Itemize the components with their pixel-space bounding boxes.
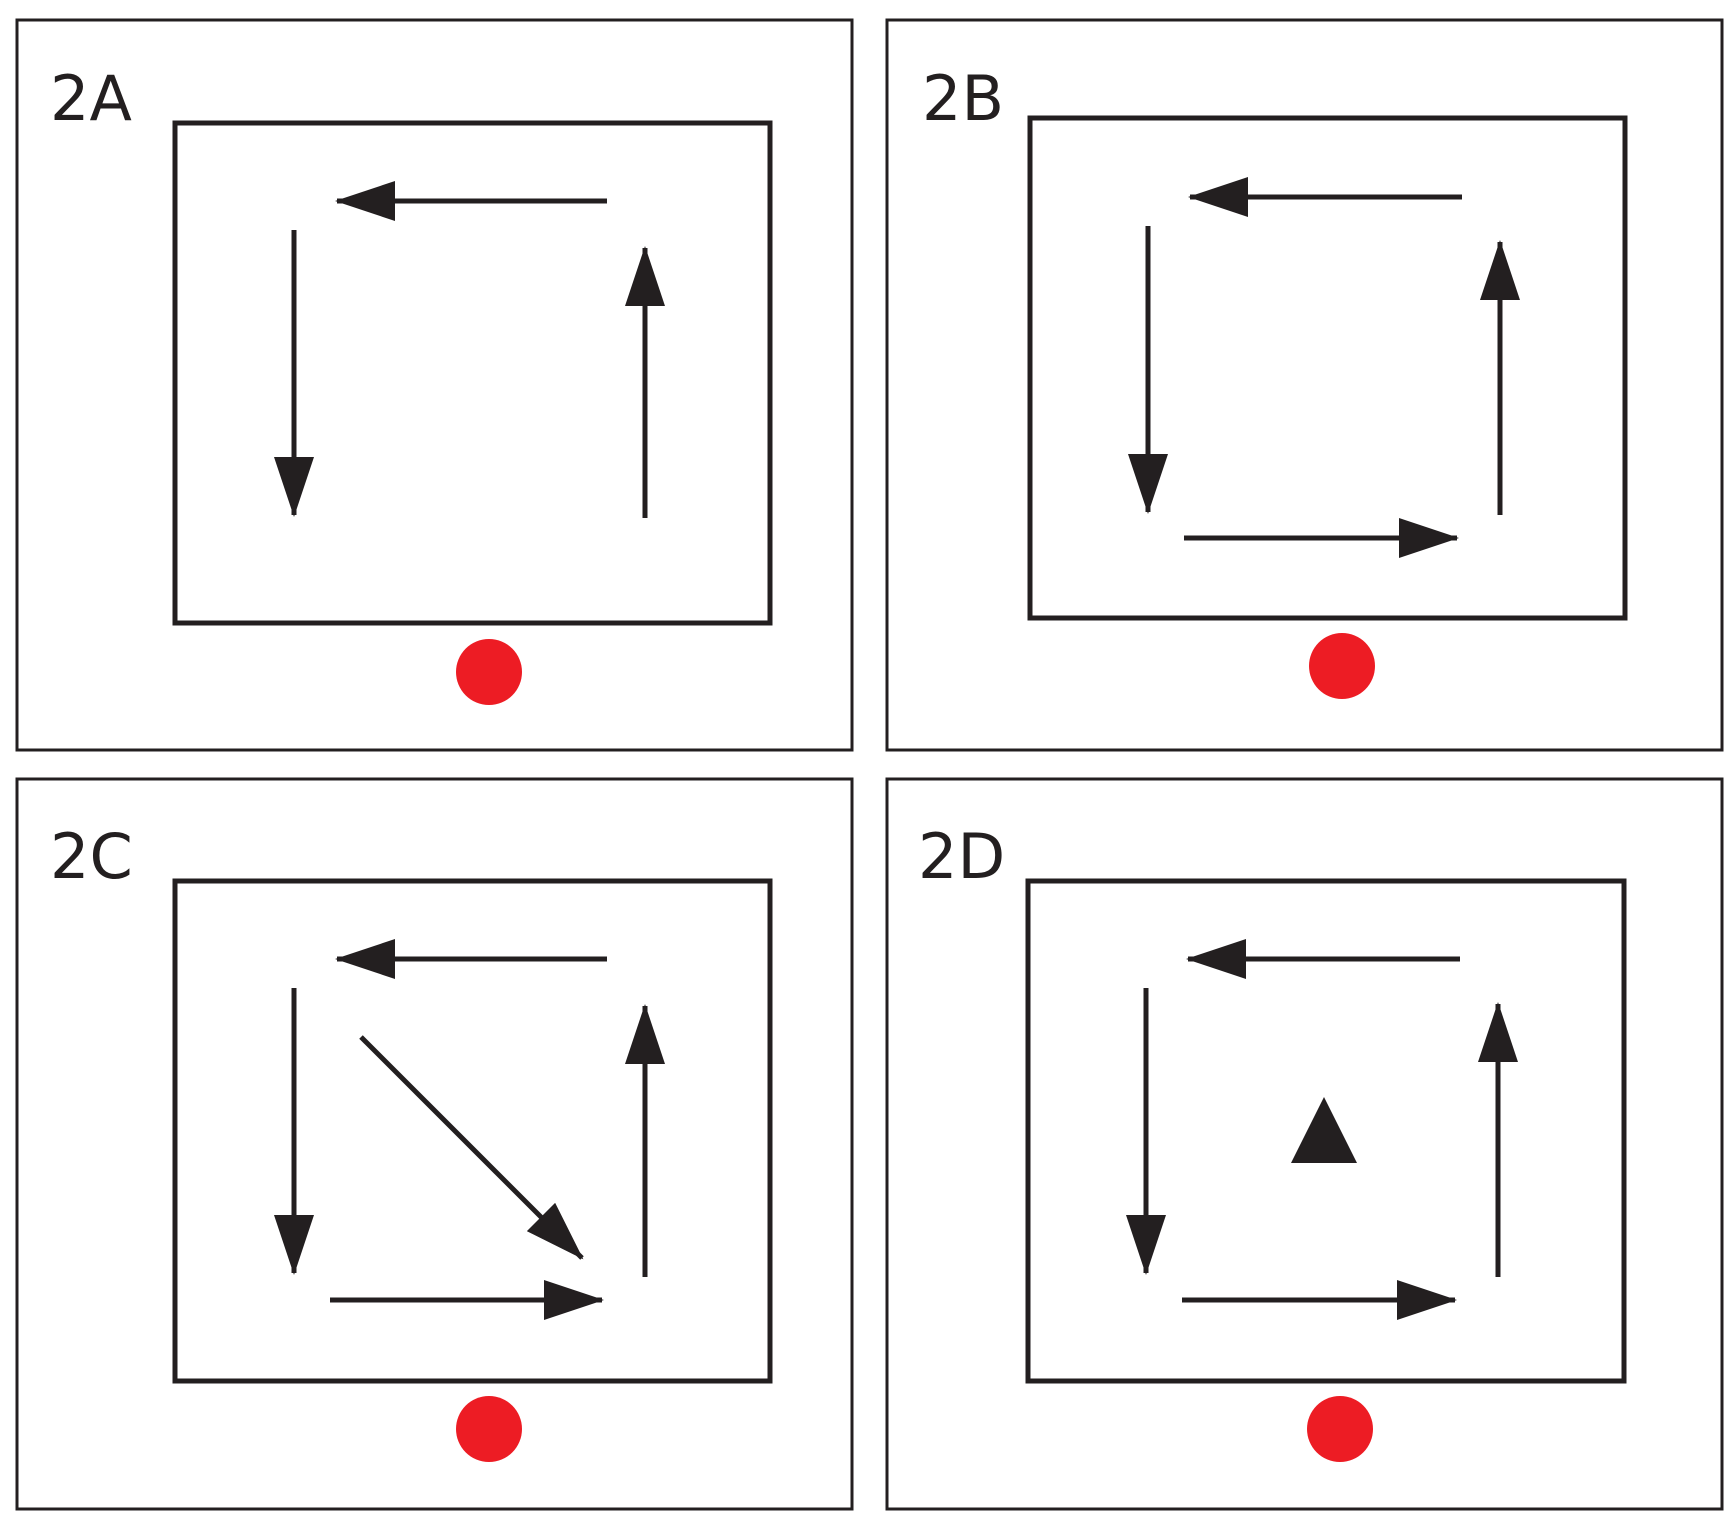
inner-box (1025, 878, 1627, 1384)
inner-box (172, 120, 773, 626)
panel-2d: 2D (885, 777, 1724, 1511)
panel-2a: 2A (15, 18, 854, 752)
panel-frame (885, 777, 1724, 1511)
inner-box (172, 878, 773, 1384)
panel-label: 2C (50, 820, 133, 893)
panel-label: 2D (918, 820, 1005, 893)
panel-label: 2B (922, 62, 1004, 135)
panel-frame (885, 18, 1724, 752)
panel-frame (15, 18, 854, 752)
red-dot (456, 1396, 522, 1462)
panel-2b: 2B (885, 18, 1724, 752)
panel-label: 2A (50, 62, 132, 135)
inner-box (1027, 115, 1628, 621)
red-dot (1309, 633, 1375, 699)
red-dot (456, 639, 522, 705)
red-dot (1307, 1396, 1373, 1462)
panel-frame (15, 777, 854, 1511)
triangle-marker (1291, 1097, 1357, 1163)
panel-2c: 2C (15, 777, 854, 1511)
arrow-diagonal (359, 1035, 584, 1260)
